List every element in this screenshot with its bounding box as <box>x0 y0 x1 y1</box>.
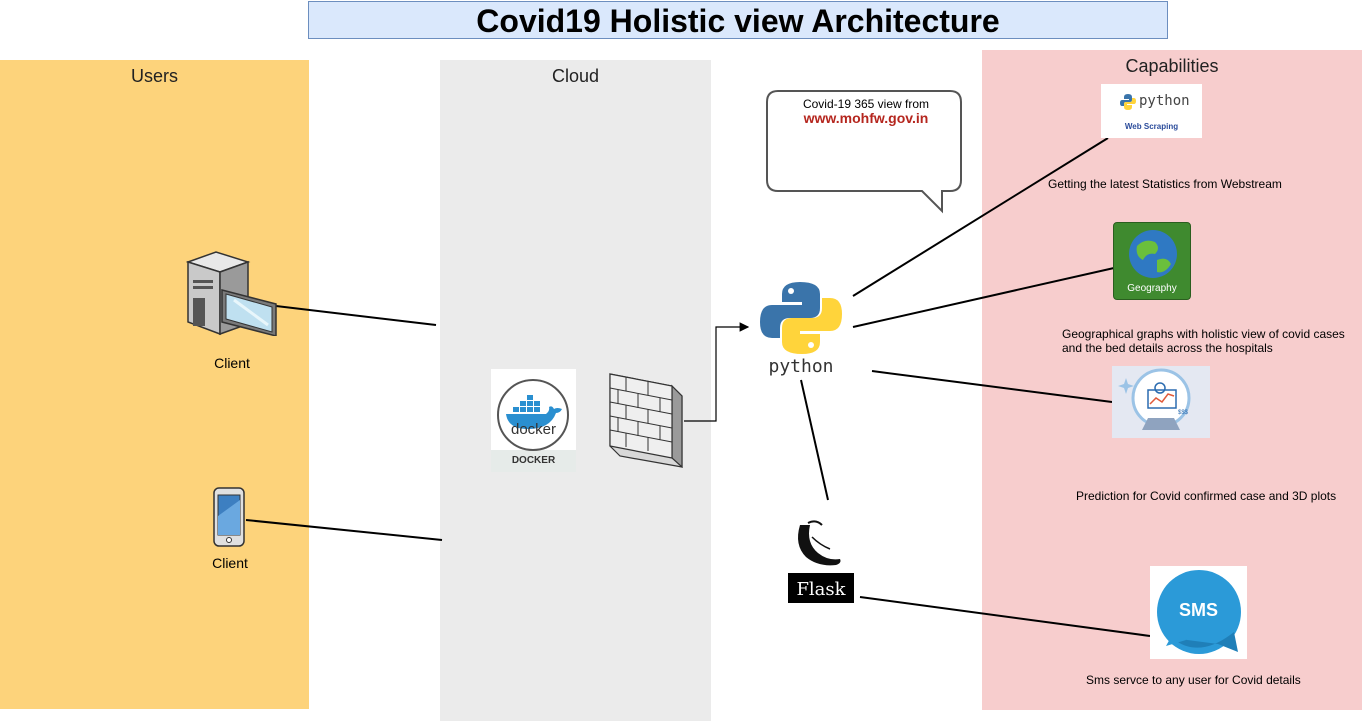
web-scraping-logo: python Web Scraping <box>1101 84 1202 138</box>
firewall-to-python-arrow <box>684 322 750 422</box>
geography-caption-line2: and the bed details across the hospitals <box>1062 341 1273 355</box>
prediction-crystal-ball-icon: $$$ <box>1112 366 1210 438</box>
desktop-client-label: Client <box>214 355 250 371</box>
web-scraping-subtitle: Web Scraping <box>1124 122 1179 131</box>
prediction-caption: Prediction for Covid confirmed case and … <box>1076 489 1337 503</box>
capabilities-lane-label: Capabilities <box>1125 56 1219 76</box>
cloud-lane-label: Cloud <box>551 66 600 86</box>
users-lane-label: Users <box>130 66 178 86</box>
docker-logo-text: docker <box>510 421 557 438</box>
python-to-webscraping-line <box>852 137 1109 297</box>
geography-caption-line1: Geographical graphs with holistic view o… <box>1062 327 1345 341</box>
python-logo: python <box>750 280 852 378</box>
callout-url: www.mohfw.gov.in <box>803 110 929 126</box>
diagram-title: Covid19 Holistic view Architecture <box>308 1 1168 39</box>
desktop-computer-icon <box>185 250 278 337</box>
web-scraping-caption: Getting the latest Statistics from Webst… <box>1048 177 1282 191</box>
python-to-flask-line <box>800 379 829 501</box>
geography-logo: Geography <box>1113 222 1191 300</box>
users-lane: Users <box>0 60 309 709</box>
sms-caption: Sms servce to any user for Covid details <box>1086 673 1301 687</box>
geography-logo-text: Geography <box>1127 283 1177 294</box>
callout-text: Covid-19 365 view from <box>802 97 930 111</box>
callout-bubble: Covid-19 365 view from www.mohfw.gov.in <box>766 90 966 214</box>
firewall-icon <box>606 372 686 469</box>
docker-caption: DOCKER <box>511 455 556 466</box>
flask-to-sms-line <box>859 596 1151 637</box>
svg-text:$$$: $$$ <box>1178 410 1189 416</box>
mobile-client-label: Client <box>212 555 248 571</box>
docker-logo: docker DOCKER <box>491 369 576 472</box>
web-scraping-logo-text: python <box>1139 93 1190 109</box>
python-to-prediction-line <box>871 370 1113 403</box>
flask-logo-text: Flask <box>796 579 846 600</box>
mobile-to-cloud-line <box>245 519 443 541</box>
mobile-phone-icon <box>212 486 248 548</box>
sms-logo: SMS <box>1150 566 1247 659</box>
desktop-to-cloud-line <box>275 305 437 326</box>
flask-logo: Flask <box>788 505 854 606</box>
python-to-geography-line <box>852 267 1115 328</box>
python-logo-text: python <box>768 356 834 377</box>
sms-logo-text: SMS <box>1178 600 1218 620</box>
